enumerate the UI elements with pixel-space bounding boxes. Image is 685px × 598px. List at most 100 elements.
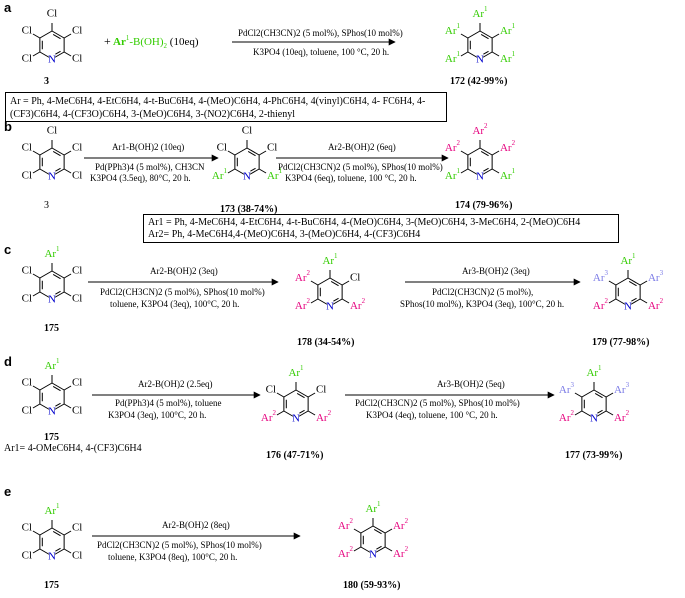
sub-c2: Cl <box>72 170 82 182</box>
substituent-bond <box>63 168 72 174</box>
pyridine-structures: NClClClClClNAr1Ar1Ar1Ar1Ar1NClClClClClNC… <box>22 5 664 563</box>
substituent-bond <box>307 392 316 398</box>
ring-double-bond <box>52 34 61 40</box>
ring-bond <box>51 30 65 39</box>
substituent-bond <box>353 546 362 552</box>
ring-double-bond <box>250 167 256 172</box>
sub-c2: Cl <box>72 293 82 305</box>
substituent-bond <box>32 530 41 536</box>
substituent-bond <box>310 298 319 304</box>
compound-number-175-e: 175 <box>44 580 59 591</box>
ring-double-bond <box>373 529 382 535</box>
sub-c5: Ar3 <box>593 269 609 284</box>
ring-bond <box>317 277 331 286</box>
ring-bond <box>39 30 53 39</box>
sub-c6: Cl <box>22 170 32 182</box>
substituent-bond <box>639 280 648 286</box>
substituent-bond <box>460 33 469 39</box>
condition-c-2-top: Ar3-B(OH)2 (3eq) <box>462 266 530 276</box>
ring-bond <box>581 389 595 398</box>
substituent-bond <box>491 150 500 156</box>
ring-bond <box>54 403 65 410</box>
sub-c4: Ar1 <box>44 357 60 372</box>
substituent-bond <box>63 291 72 297</box>
substituent-bond <box>258 150 267 156</box>
product-176: 176 (47-71%) <box>266 450 324 461</box>
sub-c5: Cl <box>22 265 32 277</box>
compound-number-3-a: 3 <box>44 76 49 87</box>
ring-bond <box>332 298 343 305</box>
condition-b-2-2: K3PO4 (6eq), toluene, 100 °C, 20 h. <box>285 173 417 183</box>
sub-c3: Ar1 <box>500 22 516 37</box>
ring-double-bond <box>483 167 489 172</box>
sub-c6: Cl <box>22 405 32 417</box>
ring-bond <box>467 147 481 156</box>
ring-bond <box>283 410 294 417</box>
condition-c-1-top: Ar2-B(OH)2 (3eq) <box>150 266 218 276</box>
sub-c2: Cl <box>72 405 82 417</box>
condition-b-2-top: Ar2-B(OH)2 (6eq) <box>328 142 396 152</box>
ring-double-bond <box>55 290 61 295</box>
substituent-bond <box>341 298 350 304</box>
sub-c6: Ar2 <box>593 297 609 312</box>
ring-bond <box>39 548 50 555</box>
substituent-bond <box>384 546 393 552</box>
ring-bond <box>615 277 629 286</box>
product-174: 174 (79-96%) <box>455 200 513 211</box>
substituent-bond <box>460 168 469 174</box>
ring-double-bond <box>330 281 339 287</box>
sub-c2: Ar2 <box>316 409 332 424</box>
sub-c2: Cl <box>72 550 82 562</box>
ring-bond <box>234 168 245 175</box>
substituent-bond <box>63 33 72 39</box>
sub-c6: Ar1 <box>212 167 228 182</box>
nitrogen-atom: N <box>48 551 56 563</box>
substituent-bond <box>276 392 285 398</box>
ring-double-bond <box>55 402 61 407</box>
ring-double-bond <box>480 151 489 157</box>
condition-b-1-1: Pd(PPh3)4 (5 mol%), CH3CN <box>95 162 205 172</box>
ring-bond <box>39 527 53 536</box>
sub-c4: Ar1 <box>586 364 602 379</box>
section-d: d 175 Ar2-B(OH)2 (2.5eq) Pd(PPh3)4 (5 mo… <box>4 354 623 461</box>
substituent-bond <box>227 150 236 156</box>
ring-double-bond <box>52 386 61 392</box>
nitrogen-atom: N <box>48 406 56 418</box>
note-box-a: Ar = Ph, 4-MeC6H4, 4-EtC6H4, 4-t-BuC6H4,… <box>5 92 447 122</box>
ring-double-bond <box>52 531 61 537</box>
ring-bond <box>593 389 607 398</box>
nitrogen-atom: N <box>326 301 334 313</box>
substituent-bond <box>460 51 469 57</box>
ring-bond <box>581 410 592 417</box>
ring-bond <box>317 298 328 305</box>
sub-c4: Ar1 <box>288 364 304 379</box>
plus-sign: + <box>104 34 111 48</box>
ring-bond <box>39 403 50 410</box>
sub-c5: Cl <box>22 25 32 37</box>
condition-c-1-2: toluene, K3PO4 (3eq), 100°C, 20 h. <box>110 299 239 309</box>
substituent-bond <box>491 168 500 174</box>
ring-bond <box>39 291 50 298</box>
note-b-line-2: Ar2= Ph, 4-MeC6H4,4-(MeO)C6H4, 3-(MeO)C6… <box>148 229 421 240</box>
substituent-bond <box>63 273 72 279</box>
product-177: 177 (73-99%) <box>565 450 623 461</box>
ring-bond <box>360 546 371 553</box>
sub-c5: Cl <box>22 522 32 534</box>
ring-double-bond <box>296 393 305 399</box>
ring-bond <box>295 389 309 398</box>
ring-double-bond <box>55 167 61 172</box>
note-b-line-1: Ar1 = Ph, 4-MeC6H4, 4-EtC6H4, 4-t-BuC6H4… <box>148 217 581 228</box>
substituent-bond <box>63 548 72 554</box>
ring-double-bond <box>52 151 61 157</box>
sub-c4: Cl <box>47 8 57 20</box>
nitrogen-atom: N <box>48 171 56 183</box>
sub-c5: Cl <box>217 142 227 154</box>
ring-bond <box>249 168 260 175</box>
condition-b-2-1: PdCl2(CH3CN)2 (5 mol%), SPhos(10 mol%) <box>278 162 443 172</box>
condition-d-1-2: K3PO4 (3eq), 100°C, 20 h. <box>108 410 206 420</box>
